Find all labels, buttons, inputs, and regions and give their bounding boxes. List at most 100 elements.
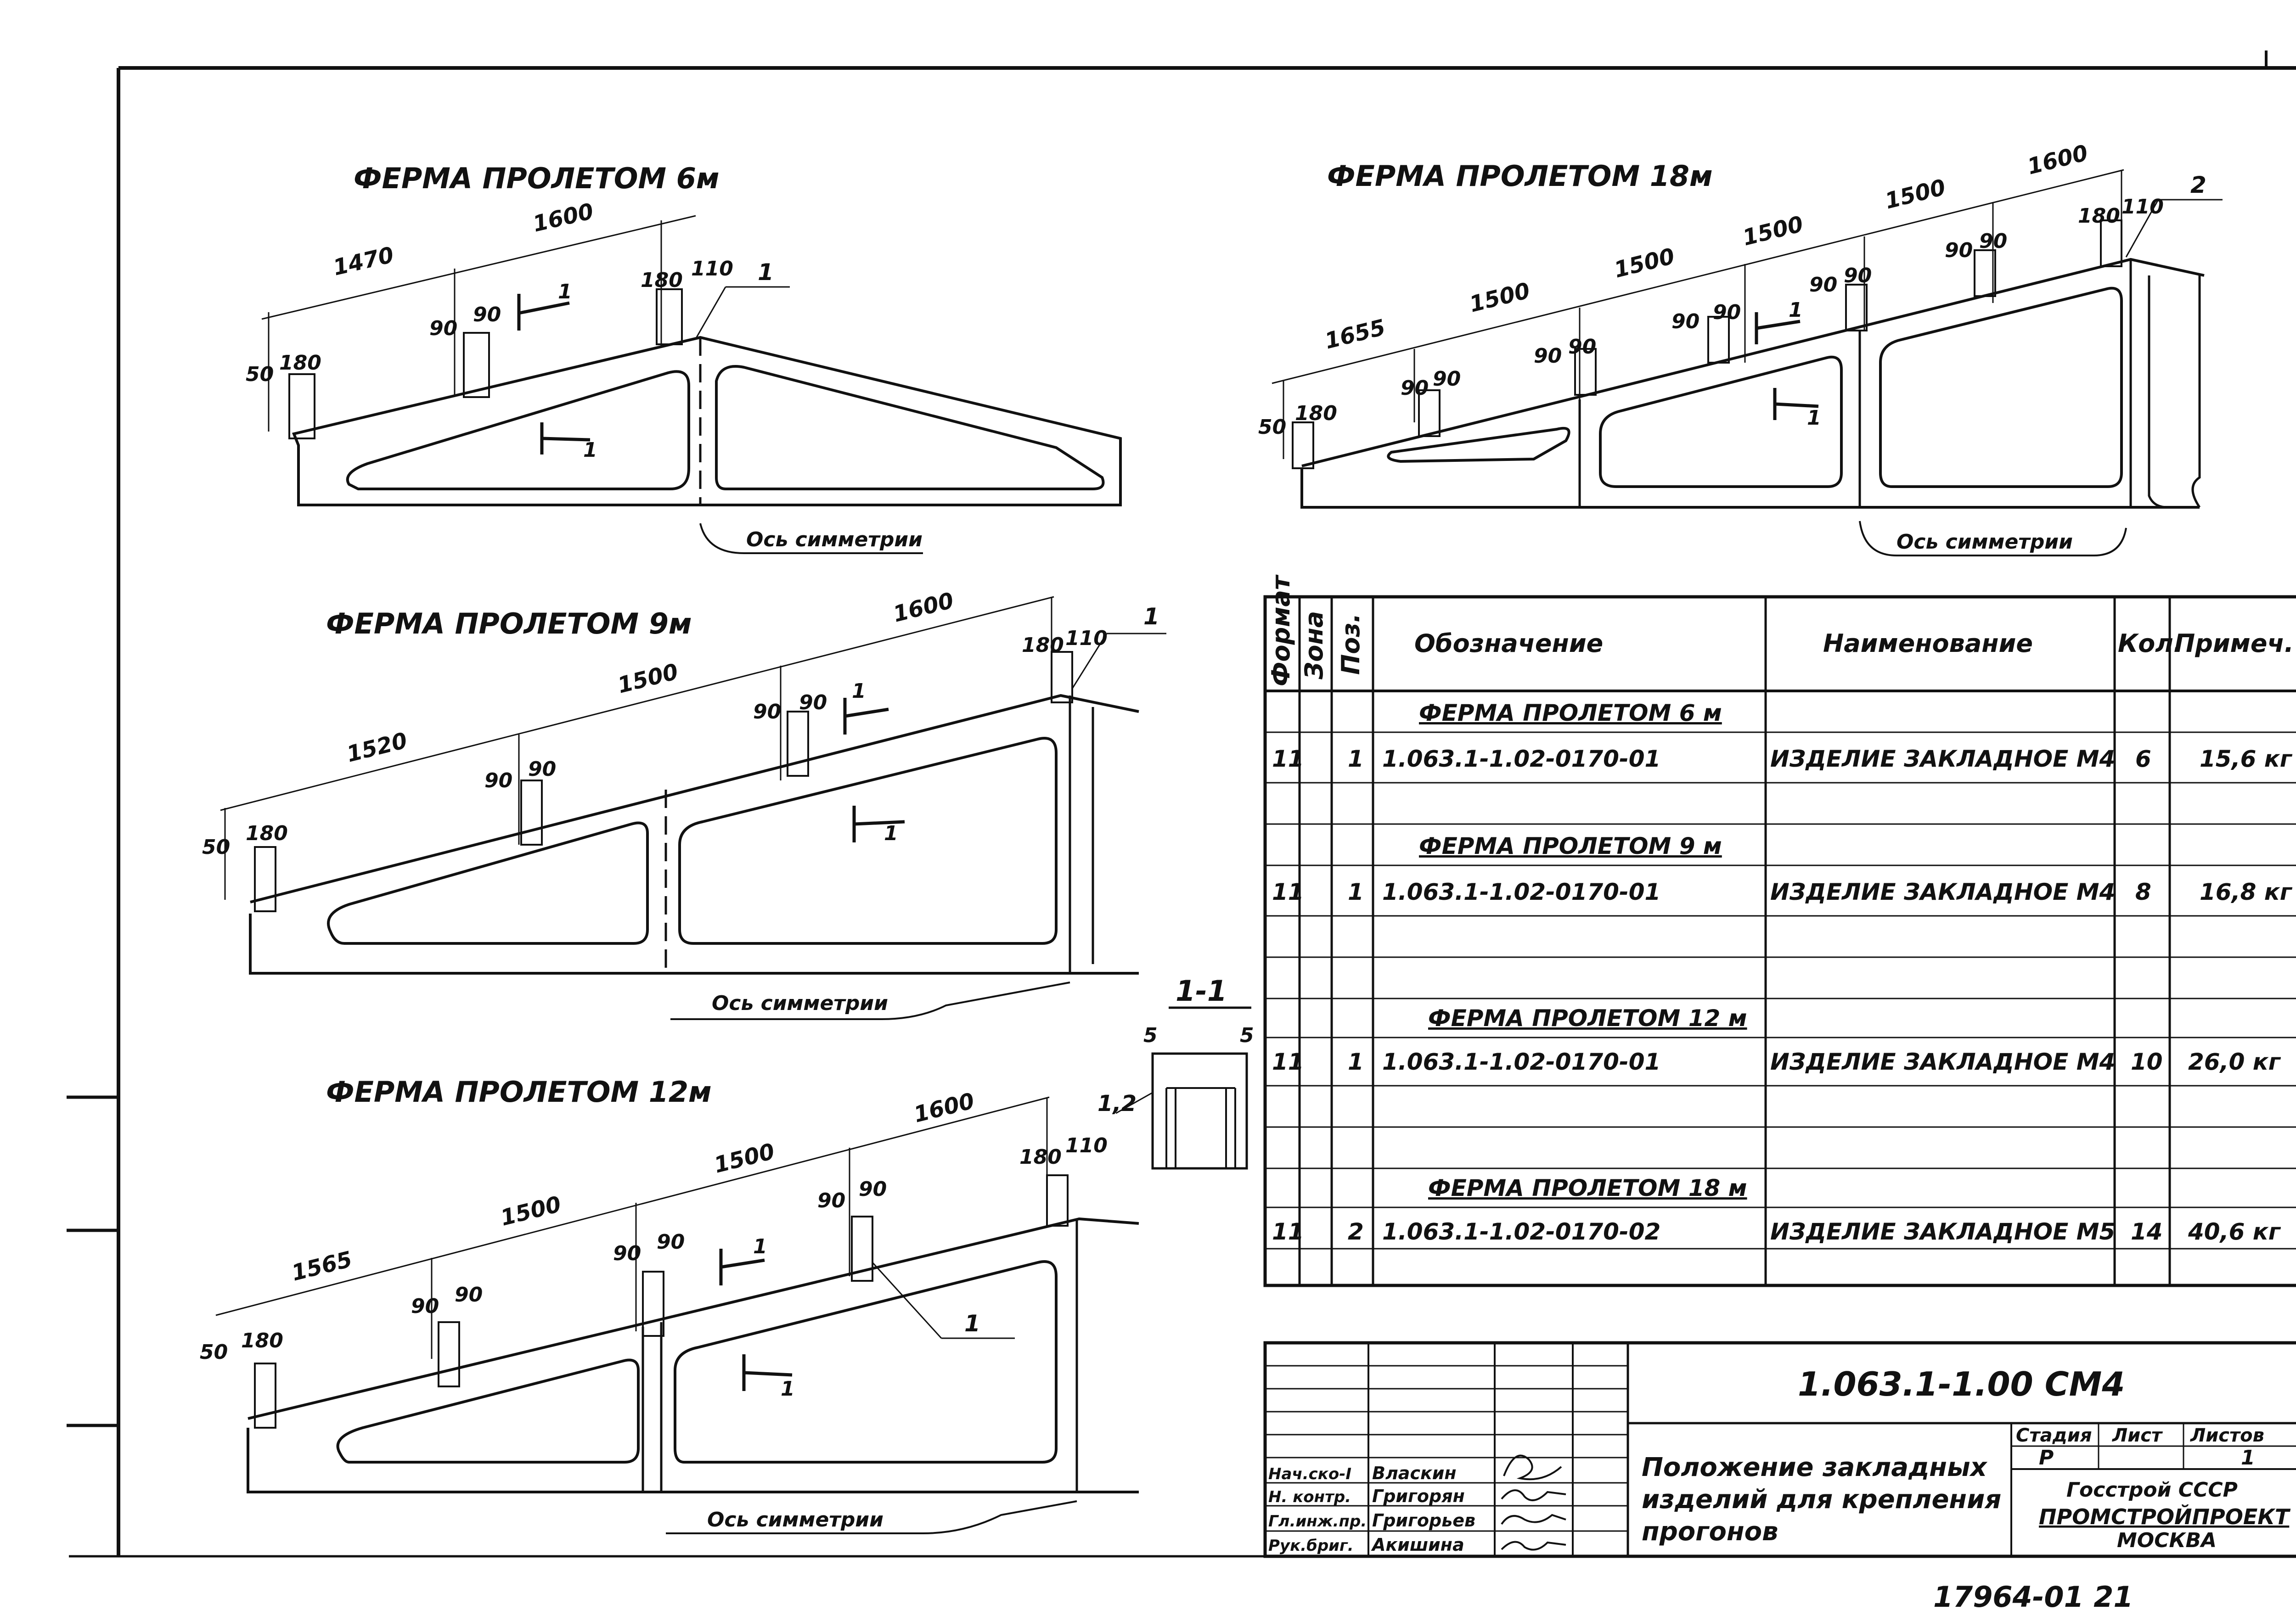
truss-12m-section-2: 1 bbox=[781, 1377, 795, 1401]
spec-header-pos: Поз. bbox=[1336, 613, 1365, 675]
truss-18m-dim-90c: 90 bbox=[1534, 344, 1562, 368]
truss-18m-dim-90a: 90 bbox=[1401, 376, 1429, 400]
truss-18m-dim-5: 1500 bbox=[1882, 174, 1948, 214]
truss-12m-dim-3: 1500 bbox=[711, 1139, 777, 1178]
truss-9m-title: ФЕРМА ПРОЛЕТОМ 9м bbox=[326, 607, 692, 640]
signature-3 bbox=[1501, 1514, 1566, 1525]
stamp-number: 17964-01 21 bbox=[1933, 1580, 2133, 1610]
truss-6m-drawing: ФЕРМА ПРОЛЕТОМ 6м 1470 1600 50 180 90 90… bbox=[246, 162, 1122, 554]
spec-designation-4: 1.063.1-1.02-0170-02 bbox=[1382, 1218, 1660, 1245]
truss-9m-dim-110: 110 bbox=[1065, 627, 1108, 650]
spec-group-title-6m: ФЕРМА ПРОЛЕТОМ 6 м bbox=[1419, 700, 1722, 726]
truss-12m-dim-50: 50 bbox=[200, 1341, 228, 1364]
spec-name-1: ИЗДЕЛИЕ ЗАКЛАДНОЕ М4 bbox=[1770, 746, 2115, 772]
truss-12m-dim-180b: 180 bbox=[1019, 1145, 1062, 1169]
truss-6m-dim-2: 1600 bbox=[530, 198, 596, 237]
truss-9m-dim-90c: 90 bbox=[753, 700, 781, 724]
spec-note-3: 26,0 кг bbox=[2188, 1049, 2281, 1075]
truss-18m-dim-90d: 90 bbox=[1568, 335, 1596, 359]
spec-group-title-18m: ФЕРМА ПРОЛЕТОМ 18 м bbox=[1428, 1175, 1747, 1201]
truss-12m-axis-label: Ось симметрии bbox=[707, 1508, 884, 1531]
spec-group-title-9m: ФЕРМА ПРОЛЕТОМ 9 м bbox=[1419, 833, 1722, 859]
signature-2 bbox=[1501, 1489, 1566, 1501]
truss-6m-callout: 1 bbox=[758, 259, 774, 286]
spec-header-zone: Зона bbox=[1300, 611, 1328, 680]
spec-group-title-12m: ФЕРМА ПРОЛЕТОМ 12 м bbox=[1428, 1005, 1747, 1032]
spec-qty-2: 8 bbox=[2135, 879, 2151, 905]
spec-note-2: 16,8 кг bbox=[2200, 879, 2293, 905]
title-block: 1.063.1-1.00 СМ4 Положение закладных изд… bbox=[1263, 1341, 2296, 1558]
truss-18m-dim-2: 1500 bbox=[1467, 278, 1532, 318]
truss-12m-drawing: ФЕРМА ПРОЛЕТОМ 12м 1565 1500 1500 1600 5… bbox=[200, 1075, 1139, 1534]
spec-pos-3: 1 bbox=[1348, 1049, 1364, 1075]
truss-18m-dim-50: 50 bbox=[1258, 415, 1286, 439]
truss-12m-section-1: 1 bbox=[753, 1235, 767, 1258]
name-3: Григорьев bbox=[1372, 1510, 1475, 1531]
role-4: Рук.бриг. bbox=[1268, 1537, 1354, 1555]
truss-9m-section-2: 1 bbox=[884, 822, 898, 845]
spec-name-2: ИЗДЕЛИЕ ЗАКЛАДНОЕ М4 bbox=[1770, 879, 2115, 905]
truss-6m-section-1: 1 bbox=[558, 280, 572, 303]
truss-12m-dim-180a: 180 bbox=[241, 1329, 283, 1352]
truss-12m-dim-90e: 90 bbox=[817, 1189, 845, 1212]
truss-12m-dim-4: 1600 bbox=[911, 1088, 977, 1128]
truss-9m-callout: 1 bbox=[1143, 603, 1159, 630]
spec-note-4: 40,6 кг bbox=[2188, 1218, 2281, 1245]
stage-value: Р bbox=[2039, 1446, 2054, 1470]
truss-6m-dim-50: 50 bbox=[246, 363, 274, 386]
truss-12m-dim-90d: 90 bbox=[657, 1230, 685, 1254]
org-line-2: ПРОМСТРОЙПРОЕКТ bbox=[2039, 1504, 2291, 1529]
truss-18m-section-1: 1 bbox=[1789, 298, 1803, 322]
truss-9m-dim-90d: 90 bbox=[799, 691, 827, 714]
signature-1 bbox=[1503, 1454, 1562, 1481]
spec-note-1: 15,6 кг bbox=[2200, 746, 2293, 772]
truss-9m-dim-90a: 90 bbox=[484, 769, 512, 792]
truss-12m-dim-1: 1565 bbox=[289, 1246, 355, 1286]
section-1-1-callout: 1,2 bbox=[1097, 1091, 1137, 1116]
truss-18m-dim-90e: 90 bbox=[1671, 310, 1699, 333]
truss-12m-dim-90b: 90 bbox=[455, 1283, 483, 1307]
org-line-3: МОСКВА bbox=[2117, 1529, 2217, 1552]
spec-header-qty: Кол. bbox=[2118, 629, 2183, 658]
truss-18m-section-2: 1 bbox=[1807, 406, 1821, 430]
truss-18m-drawing: ФЕРМА ПРОЛЕТОМ 18м 1655 1500 1500 1500 1… bbox=[1258, 140, 2223, 556]
truss-12m-dim-110: 110 bbox=[1065, 1134, 1108, 1157]
truss-6m-dim-180a: 180 bbox=[279, 351, 321, 375]
truss-9m-drawing: ФЕРМА ПРОЛЕТОМ 9м 1520 1500 1600 50 180 … bbox=[202, 588, 1166, 1020]
role-2: Н. контр. bbox=[1268, 1488, 1351, 1506]
truss-9m-dim-50: 50 bbox=[202, 836, 230, 859]
truss-6m-title: ФЕРМА ПРОЛЕТОМ 6м bbox=[354, 162, 720, 195]
section-1-1-drawing: 1-1 5 5 1,2 bbox=[1097, 974, 1254, 1170]
truss-9m-dim-90b: 90 bbox=[528, 757, 556, 781]
spec-header-name: Наименование bbox=[1823, 629, 2033, 658]
doc-title-line-3: прогонов bbox=[1642, 1517, 1778, 1547]
spec-format-4: 11 bbox=[1272, 1218, 1304, 1245]
spec-qty-4: 14 bbox=[2131, 1218, 2163, 1245]
sheet-frame bbox=[67, 50, 2296, 1558]
spec-designation-3: 1.063.1-1.02-0170-01 bbox=[1382, 1049, 1660, 1075]
truss-18m-dim-4: 1500 bbox=[1740, 211, 1806, 251]
section-1-1-dim-right: 5 bbox=[1240, 1024, 1254, 1047]
truss-9m-dim-2: 1500 bbox=[615, 659, 681, 699]
stage-label: Стадия bbox=[2016, 1425, 2092, 1446]
sheets-value: 1 bbox=[2241, 1446, 2255, 1470]
spec-qty-1: 6 bbox=[2135, 746, 2151, 772]
spec-format-2: 11 bbox=[1272, 879, 1304, 905]
truss-9m-dim-3: 1600 bbox=[890, 588, 956, 628]
truss-18m-axis-label: Ось симметрии bbox=[1896, 530, 2073, 554]
truss-18m-dim-180b: 180 bbox=[2078, 204, 2120, 228]
truss-12m-callout: 1 bbox=[964, 1310, 980, 1337]
truss-12m-dim-90f: 90 bbox=[859, 1178, 887, 1201]
truss-18m-dim-3: 1500 bbox=[1611, 243, 1677, 283]
truss-18m-title: ФЕРМА ПРОЛЕТОМ 18м bbox=[1327, 159, 1713, 193]
truss-6m-dim-180b: 180 bbox=[641, 269, 683, 292]
doc-code: 1.063.1-1.00 СМ4 bbox=[1798, 1365, 2125, 1403]
role-3: Гл.инж.пр. bbox=[1268, 1512, 1367, 1531]
truss-6m-dim-1: 1470 bbox=[331, 242, 396, 281]
truss-12m-title: ФЕРМА ПРОЛЕТОМ 12м bbox=[326, 1075, 712, 1109]
sheet-label: Лист bbox=[2112, 1425, 2163, 1446]
truss-12m-dim-90c: 90 bbox=[613, 1242, 641, 1265]
spec-format-1: 11 bbox=[1272, 746, 1304, 772]
truss-18m-dim-90f: 90 bbox=[1713, 301, 1741, 324]
spec-format-3: 11 bbox=[1272, 1049, 1304, 1075]
